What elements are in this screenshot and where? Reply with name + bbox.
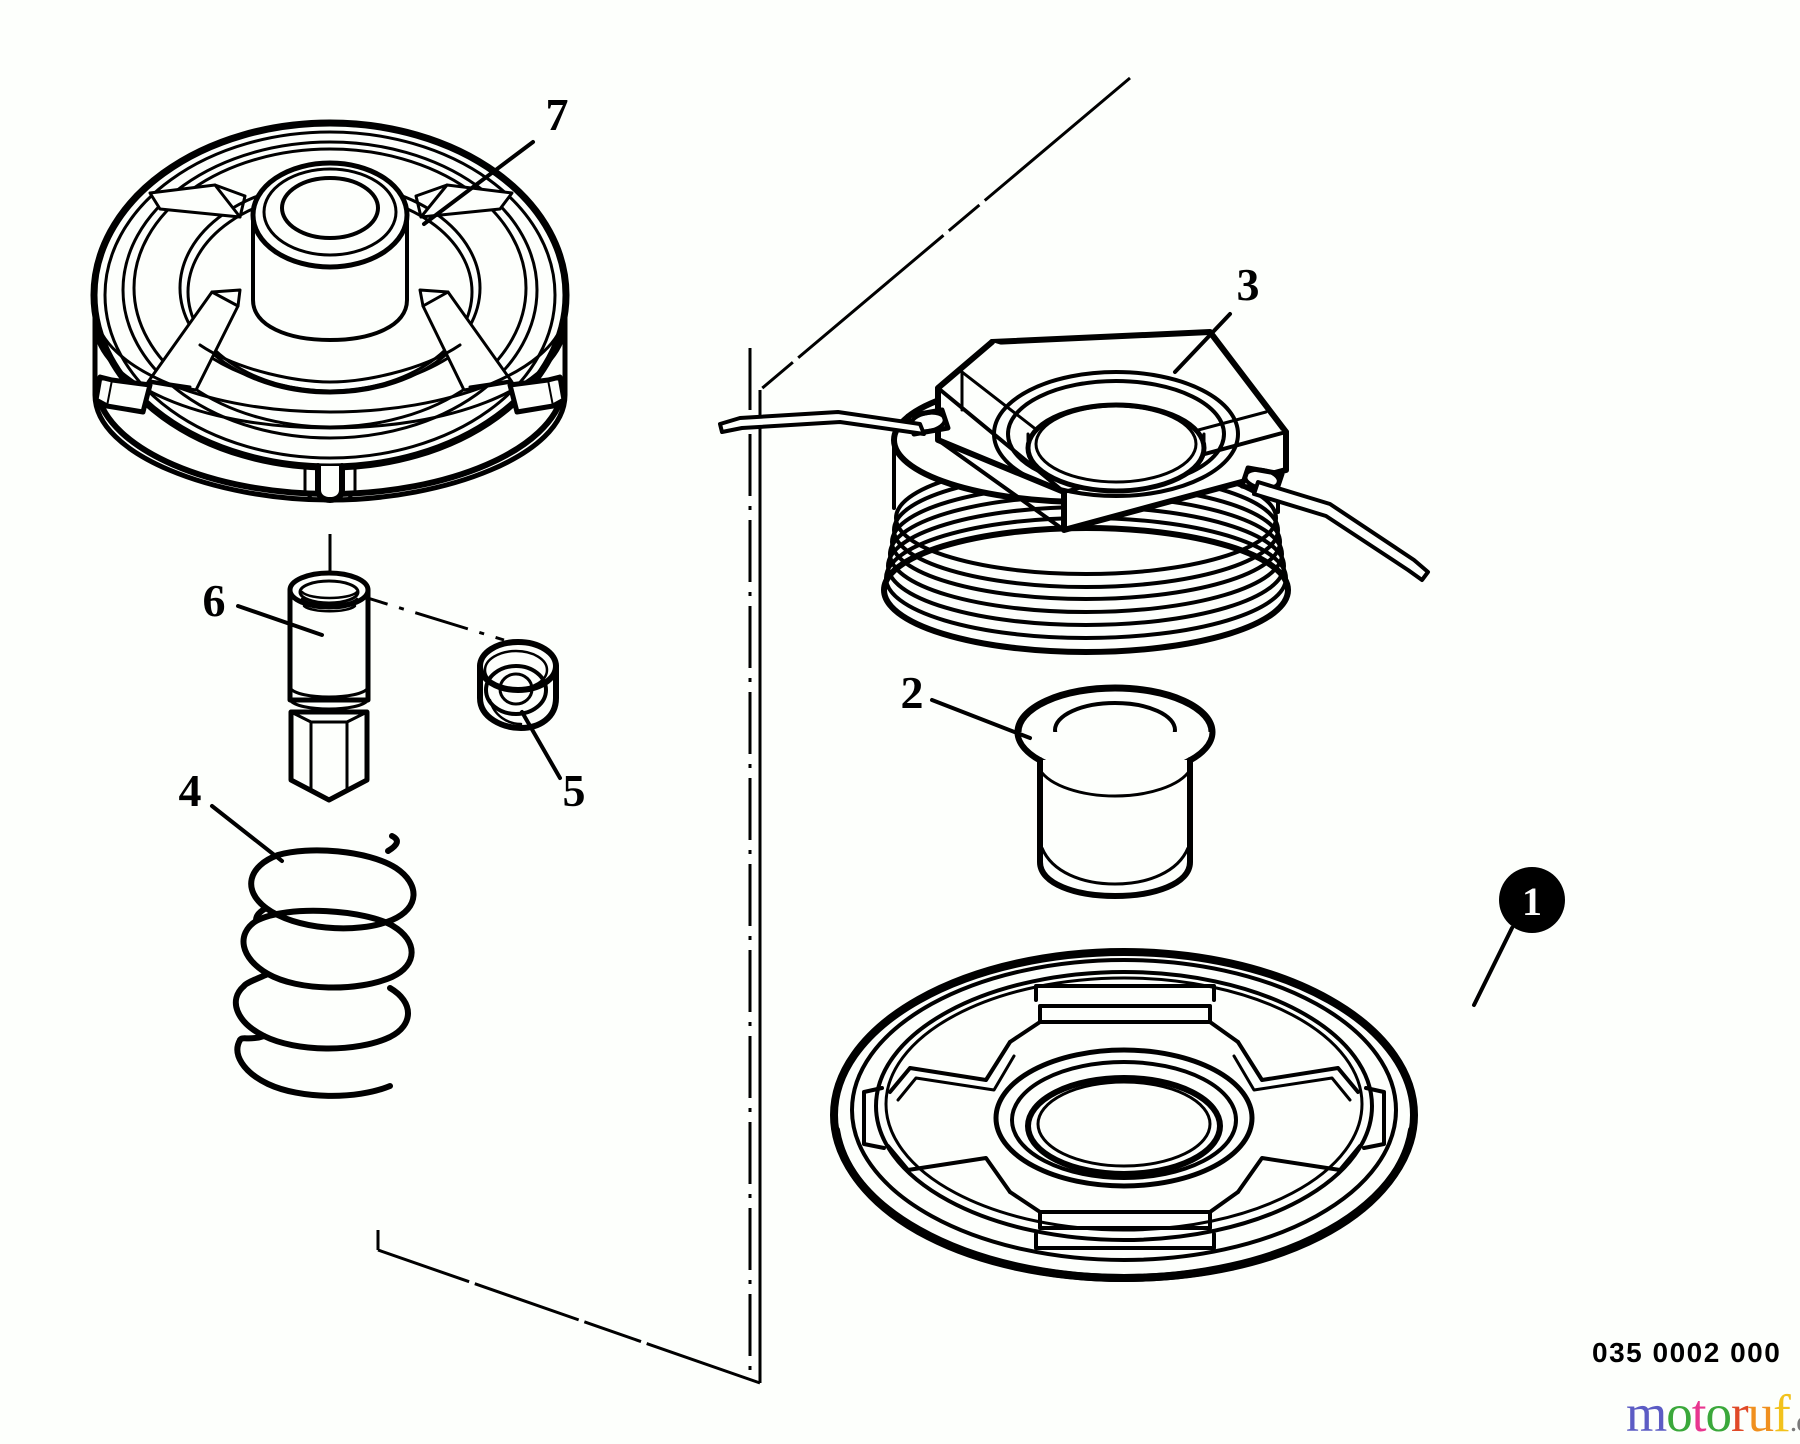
part-1-retainer-disc: [830, 948, 1418, 1282]
leader-3: [1173, 312, 1232, 374]
logo-letter-f: f: [1773, 1385, 1791, 1443]
callout-label-2: 2: [901, 667, 924, 718]
callout-badge-1: 1: [1499, 867, 1565, 933]
callout-label-6: 6: [203, 575, 226, 626]
leader-4: [210, 804, 284, 863]
part-4-compression-spring: [232, 833, 417, 1099]
svg-text:1: 1: [1522, 879, 1542, 924]
motoruf-logo: motoruf.de: [1626, 1388, 1800, 1441]
part-5-cap-bushing: [477, 639, 559, 731]
callout-label-3: 3: [1237, 259, 1260, 310]
callout-label-4: 4: [179, 765, 202, 816]
logo-letter-o2: o: [1705, 1385, 1731, 1443]
logo-suffix-de: .de: [1789, 1405, 1800, 1438]
part-6-threaded-adapter-nut: [287, 570, 371, 803]
leader-6: [236, 604, 324, 637]
logo-letter-t: t: [1691, 1385, 1707, 1443]
part-7-spool-housing-cover: [90, 119, 570, 503]
logo-letter-u: u: [1747, 1385, 1774, 1443]
part-number-text: 035 0002 000: [1592, 1337, 1782, 1368]
construction-frame: [376, 76, 1131, 1385]
logo-letter-r: r: [1730, 1385, 1749, 1443]
leader-7: [422, 140, 535, 226]
callout-label-5: 5: [563, 765, 586, 816]
leader-2: [930, 698, 1032, 740]
logo-letter-o1: o: [1666, 1385, 1692, 1443]
leader-1: [1472, 926, 1514, 1007]
logo-letter-m: m: [1626, 1385, 1667, 1443]
callout-leaders: [210, 140, 1514, 1007]
part-3-line-spool: [718, 329, 1430, 655]
part-2-eyelet-bushing: [1014, 684, 1216, 899]
callout-label-7: 7: [546, 89, 569, 140]
leader-5: [520, 710, 562, 780]
